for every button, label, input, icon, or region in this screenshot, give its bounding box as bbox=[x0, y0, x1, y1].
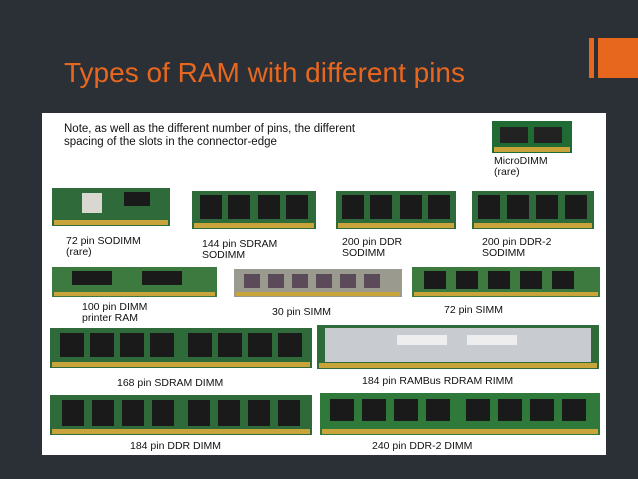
ddr200-module bbox=[336, 191, 456, 229]
sdram168-module bbox=[50, 328, 312, 368]
dimm100-label: 100 pin DIMM printer RAM bbox=[82, 302, 147, 324]
sodimm72-module bbox=[52, 188, 170, 226]
sdram144-label-line1: 144 pin SDRAM bbox=[202, 238, 278, 250]
sdram144-label: 144 pin SDRAM SODIMM bbox=[202, 239, 277, 261]
sdram144-label-line2: SODIMM bbox=[202, 249, 246, 261]
accent-block bbox=[598, 38, 638, 78]
ddr200-label: 200 pin DDR SODIMM bbox=[342, 237, 402, 259]
simm30-label: 30 pin SIMM bbox=[272, 307, 331, 318]
simm72-module bbox=[412, 267, 600, 297]
ddr2-240-label-line1: 240 pin DDR-2 DIMM bbox=[372, 440, 473, 452]
sdram168-label-line1: 168 pin SDRAM DIMM bbox=[117, 377, 224, 389]
ddr2-200-module bbox=[472, 191, 594, 229]
rdram184-module bbox=[317, 325, 599, 369]
simm72-label: 72 pin SIMM bbox=[444, 305, 503, 316]
simm30-module bbox=[234, 269, 402, 297]
sdram168-label: 168 pin SDRAM DIMM bbox=[117, 378, 223, 389]
ddr2-200-label-line2: SODIMM bbox=[482, 247, 526, 259]
ddr2-240-module bbox=[320, 393, 600, 435]
microdimm-label-line2: (rare) bbox=[494, 166, 520, 178]
note-line-2: spacing of the slots in the connector-ed… bbox=[64, 136, 277, 148]
sodimm72-label: 72 pin SODIMM (rare) bbox=[66, 236, 141, 258]
slide-title: Types of RAM with different pins bbox=[64, 57, 465, 88]
ddr184-label: 184 pin DDR DIMM bbox=[130, 441, 221, 452]
rdram184-label: 184 pin RAMBus RDRAM RIMM bbox=[362, 376, 513, 387]
ddr184-label-line1: 184 pin DDR DIMM bbox=[130, 440, 222, 452]
dimm100-label-line1: 100 pin DIMM bbox=[82, 301, 148, 313]
ddr2-200-label-line1: 200 pin DDR-2 bbox=[482, 236, 552, 248]
ddr200-label-line1: 200 pin DDR bbox=[342, 236, 403, 248]
simm30-label-line1: 30 pin SIMM bbox=[272, 306, 331, 318]
ram-figure: Note, as well as the different number of… bbox=[42, 113, 606, 455]
rdram184-label-line1: 184 pin RAMBus RDRAM RIMM bbox=[362, 375, 514, 387]
dimm100-label-line2: printer RAM bbox=[82, 312, 139, 324]
sodimm72-label-line2: (rare) bbox=[66, 246, 92, 258]
microdimm-module bbox=[492, 121, 572, 153]
ddr200-label-line2: SODIMM bbox=[342, 247, 386, 259]
microdimm-label-line1: MicroDIMM bbox=[494, 155, 548, 167]
dimm100-module bbox=[52, 267, 217, 297]
simm72-label-line1: 72 pin SIMM bbox=[444, 304, 503, 316]
sodimm72-label-line1: 72 pin SODIMM bbox=[66, 235, 141, 247]
ddr2-200-label: 200 pin DDR-2 SODIMM bbox=[482, 237, 551, 259]
ddr184-module bbox=[50, 395, 312, 435]
note-line-1: Note, as well as the different number of… bbox=[64, 123, 356, 135]
figure-note: Note, as well as the different number of… bbox=[64, 123, 484, 149]
accent-bar bbox=[589, 38, 594, 78]
microdimm-label: MicroDIMM (rare) bbox=[494, 156, 548, 178]
sdram144-module bbox=[192, 191, 316, 229]
ddr2-240-label: 240 pin DDR-2 DIMM bbox=[372, 441, 472, 452]
